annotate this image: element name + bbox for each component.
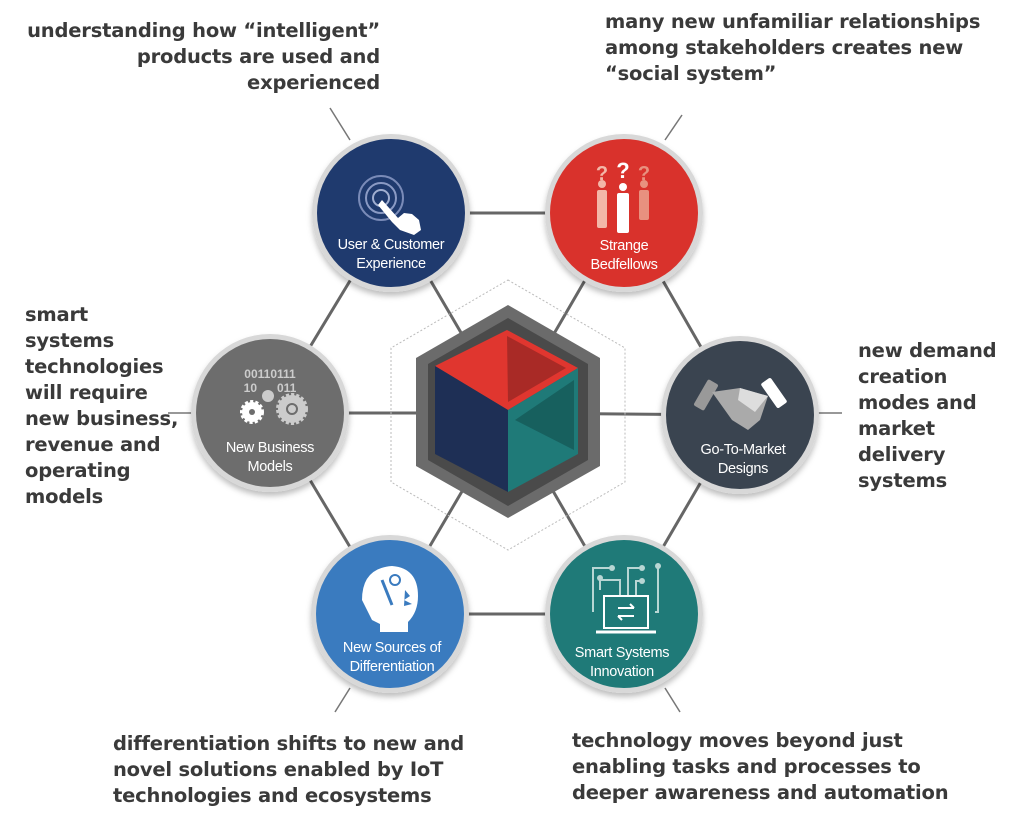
gears-icon xyxy=(240,390,308,425)
node-new-business-models[interactable]: 00110111 10 011 New Business Models xyxy=(191,334,349,492)
center-cube-icon xyxy=(390,279,626,551)
node-label-line1: New Sources of xyxy=(343,640,442,656)
circuit-dots xyxy=(597,563,661,584)
svg-text:?: ? xyxy=(596,163,608,185)
node-label-line1: New Business xyxy=(226,440,314,456)
note-top-left: understanding how “intelligent” products… xyxy=(27,19,380,94)
node-new-sources-of-differentiation[interactable]: New Sources of Differentiation xyxy=(311,535,469,693)
node-label-line2: Differentiation xyxy=(350,659,435,675)
node-user-customer-experience[interactable]: User & Customer Experience xyxy=(312,134,470,292)
handshake-icon xyxy=(694,378,787,430)
note-bottom-right: technology moves beyond just enabling ta… xyxy=(572,729,949,804)
node-label-line2: Innovation xyxy=(590,664,654,680)
node-label-line2: Bedfellows xyxy=(590,257,657,273)
binary-digits-1: 00110111 xyxy=(244,367,296,381)
svg-text:?: ? xyxy=(616,158,629,183)
node-label-line2: Designs xyxy=(718,461,768,477)
node-label-line1: Strange xyxy=(600,238,649,254)
node-smart-systems-innovation[interactable]: Smart Systems Innovation xyxy=(513,0,703,693)
binary-digits-2: 10 011 xyxy=(244,381,297,395)
node-label-line1: Smart Systems xyxy=(575,645,669,661)
node-label-line1: Go-To-Market xyxy=(700,442,785,458)
svg-text:?: ? xyxy=(638,163,650,185)
node-label-line2: Experience xyxy=(356,256,426,272)
people-question-icon: ? ? ? xyxy=(596,158,650,233)
callout-lines xyxy=(168,107,842,713)
head-ideas-icon xyxy=(362,566,418,632)
node-label-line2: Models xyxy=(248,459,293,475)
note-top-right: many new unfamiliar relationships among … xyxy=(605,10,981,85)
node-label-line1: User & Customer xyxy=(338,237,445,253)
note-left: smart systems technologies will require … xyxy=(25,303,179,508)
circuit-laptop-icon xyxy=(592,567,659,634)
note-bottom-left: differentiation shifts to new and novel … xyxy=(113,732,464,807)
node-strange-bedfellows[interactable]: ? ? ? Strange Bedfellows xyxy=(545,134,703,292)
note-right: new demand creation modes and market del… xyxy=(858,339,997,492)
node-go-to-market-designs[interactable]: Go-To-Market Designs xyxy=(661,336,819,494)
touch-hand-icon xyxy=(358,175,421,235)
